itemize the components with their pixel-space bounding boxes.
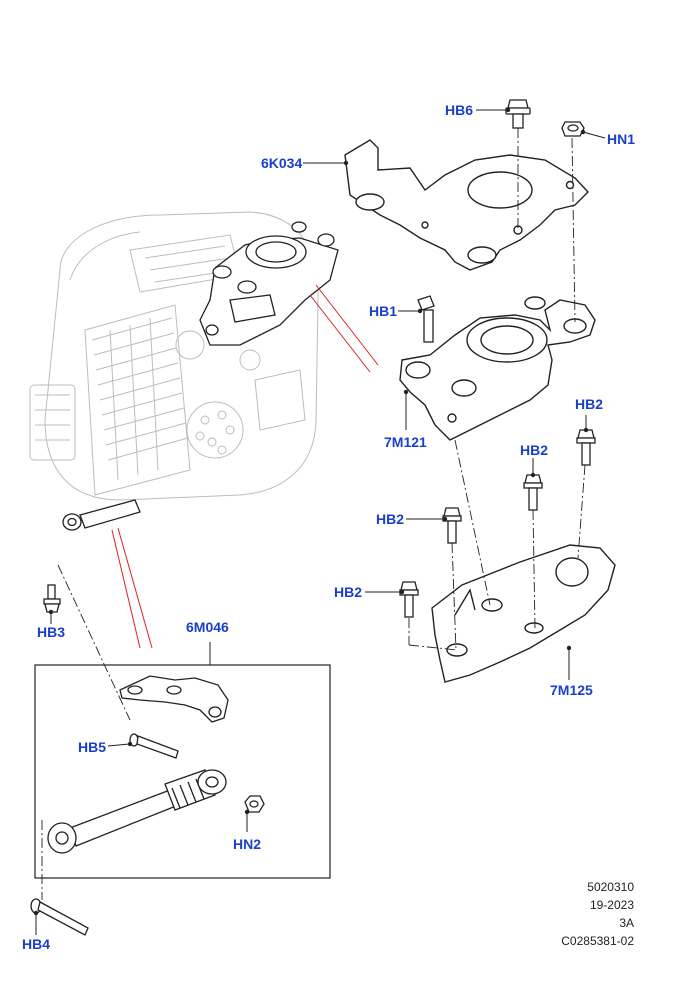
- reference-line-2: 19-2023: [589, 898, 634, 912]
- nut-hn2: [244, 795, 265, 813]
- callout-hb1: HB1: [369, 303, 397, 319]
- bolt-hb2-upper-left: [442, 507, 462, 544]
- torque-rod: [47, 769, 227, 854]
- transmission-ghost: [29, 211, 319, 501]
- torque-rod-bracket: [119, 675, 229, 723]
- callout-hn2: HN2: [233, 836, 261, 852]
- callout-6m046: 6M046: [186, 619, 229, 635]
- callout-7m121: 7M121: [384, 434, 427, 450]
- callout-6k034: 6K034: [261, 155, 302, 171]
- bolt-hb2-lower-left: [399, 581, 419, 618]
- reference-line-4: C0285381-02: [561, 934, 634, 948]
- engine-mount-7m121: [399, 296, 596, 441]
- reference-line-3: 3A: [619, 916, 634, 930]
- callout-hb2-mid: HB2: [520, 442, 548, 458]
- transmission-mount-bracket: [199, 221, 339, 346]
- callout-hb5: HB5: [78, 739, 106, 755]
- bolt-hb5: [129, 733, 179, 759]
- nut-hn1: [561, 121, 585, 137]
- bolt-hb2-mid: [523, 474, 543, 511]
- leader-lines-red: [111, 284, 379, 649]
- assembly-centre-lines: [41, 128, 586, 900]
- callout-hb2-lower-left: HB2: [334, 584, 362, 600]
- bolt-hb4: [30, 898, 89, 936]
- lower-bracket-7m125: [431, 544, 616, 683]
- bolt-hb6: [505, 99, 531, 129]
- callout-hb6: HB6: [445, 102, 473, 118]
- bolt-hb1: [417, 295, 435, 343]
- torque-rod-stub: [62, 499, 141, 531]
- callout-hb3: HB3: [37, 624, 65, 640]
- bolt-hb2-right: [576, 429, 596, 466]
- upper-bracket-6k034: [344, 139, 589, 271]
- callout-hb2-upper-left: HB2: [376, 511, 404, 527]
- box-6m046: [34, 642, 331, 879]
- callout-dots: [33, 107, 589, 916]
- callout-leaders: [35, 109, 606, 935]
- callout-hb4: HB4: [22, 936, 50, 952]
- callout-hn1: HN1: [607, 131, 635, 147]
- callout-7m125: 7M125: [550, 682, 593, 698]
- callout-hb2-right: HB2: [575, 396, 603, 412]
- reference-line-1: 5020310: [587, 880, 634, 894]
- bolt-hb3: [43, 584, 61, 613]
- reference-block: 5020310 19-2023 3A C0285381-02: [561, 878, 634, 950]
